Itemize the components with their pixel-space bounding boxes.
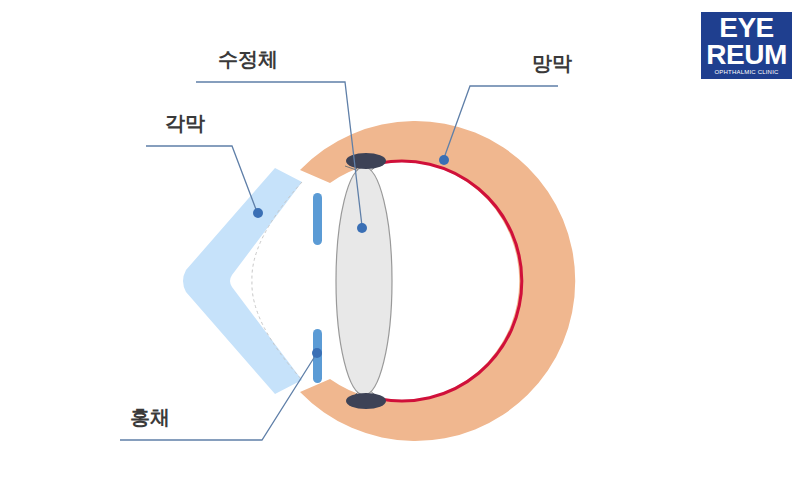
leader-line	[196, 82, 362, 226]
leader-lines	[120, 82, 558, 440]
iris-lower	[313, 329, 322, 383]
lens	[336, 167, 392, 395]
iris-label: 홍채	[130, 406, 170, 428]
logo-box: EYEREUMOPHTHALMIC CLINIC	[701, 12, 792, 79]
leader-line	[120, 353, 317, 440]
retina-label: 망막	[532, 52, 572, 74]
cornea-label: 각막	[165, 112, 205, 134]
logo-word: REUM	[705, 42, 788, 69]
logo-word: EYE	[705, 15, 788, 42]
ciliary-body	[346, 153, 386, 169]
lens-label: 수정체	[218, 48, 278, 70]
ciliary-body	[346, 393, 386, 409]
cornea-inner-curve	[252, 182, 302, 380]
sclera	[300, 121, 575, 441]
retina	[380, 161, 522, 401]
logo-subtitle: OPHTHALMIC CLINIC	[705, 69, 788, 76]
leader-line	[146, 146, 257, 212]
leader-dots	[253, 155, 449, 358]
leader-line	[444, 86, 558, 158]
cornea	[183, 168, 302, 394]
iris-upper	[313, 193, 322, 245]
